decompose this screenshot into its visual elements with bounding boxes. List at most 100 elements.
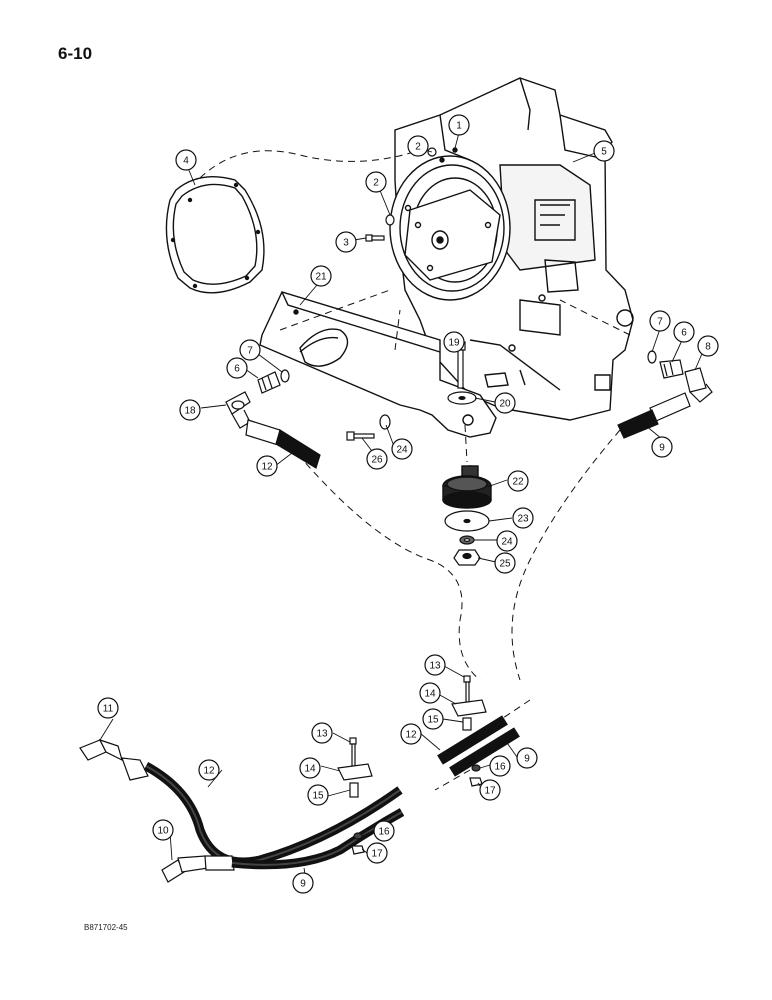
callout-bubble: 10 bbox=[152, 819, 174, 841]
callout-label: 9 bbox=[659, 443, 665, 454]
callout-label: 22 bbox=[512, 477, 524, 488]
hose-10-fitting bbox=[161, 855, 235, 883]
figure-code: B871702-45 bbox=[84, 923, 128, 932]
callout-label: 16 bbox=[494, 762, 506, 773]
callout-bubble: 19 bbox=[443, 331, 465, 353]
callout-label: 1 bbox=[456, 121, 462, 132]
callout-label: 14 bbox=[424, 689, 436, 700]
callout-bubble: 17 bbox=[479, 779, 501, 801]
callout-bubble: 6 bbox=[673, 321, 695, 343]
right-fittings bbox=[647, 350, 713, 403]
housing-gasket bbox=[165, 175, 265, 294]
callout-bubble: 2 bbox=[407, 135, 429, 157]
callout-bubble: 15 bbox=[422, 708, 444, 730]
callout-bubble: 12 bbox=[256, 455, 278, 477]
callout-bubble: 16 bbox=[373, 820, 395, 842]
callout-bubble: 14 bbox=[299, 757, 321, 779]
callout-bubble: 20 bbox=[494, 392, 516, 414]
callout-bubble: 25 bbox=[494, 552, 516, 574]
callout-label: 14 bbox=[304, 764, 316, 775]
clamp-right bbox=[451, 675, 487, 787]
callout-bubble: 13 bbox=[424, 654, 446, 676]
callout-label: 12 bbox=[203, 766, 215, 777]
callouts: 1223452119761876820242612922232425131415… bbox=[97, 114, 719, 894]
callout-bubble: 17 bbox=[366, 842, 388, 864]
screw-3 bbox=[365, 234, 385, 242]
callout-label: 18 bbox=[184, 406, 196, 417]
callout-label: 21 bbox=[315, 272, 327, 283]
callout-bubble: 21 bbox=[310, 265, 332, 287]
callout-bubble: 9 bbox=[651, 436, 673, 458]
callout-label: 24 bbox=[501, 537, 513, 548]
callout-bubble: 22 bbox=[507, 470, 529, 492]
callout-label: 11 bbox=[103, 704, 114, 715]
callout-label: 12 bbox=[261, 462, 273, 473]
hose-12-upper bbox=[245, 419, 321, 469]
callout-label: 8 bbox=[705, 342, 711, 353]
callout-bubble: 1 bbox=[448, 114, 470, 136]
callout-label: 9 bbox=[524, 754, 530, 765]
callout-bubble: 26 bbox=[366, 448, 388, 470]
washer-20 bbox=[447, 391, 477, 405]
callout-bubble: 24 bbox=[496, 530, 518, 552]
callout-bubble: 12 bbox=[400, 723, 422, 745]
callout-label: 25 bbox=[499, 559, 511, 570]
hose-9-upper bbox=[617, 392, 691, 439]
rubber-mount bbox=[442, 465, 492, 509]
callout-label: 6 bbox=[234, 364, 240, 375]
hose-11-fitting bbox=[79, 738, 149, 781]
callout-bubble: 11 bbox=[97, 697, 119, 719]
assembly-lines bbox=[199, 149, 631, 791]
callout-bubble: 16 bbox=[489, 755, 511, 777]
callout-label: 2 bbox=[373, 178, 379, 189]
callout-bubble: 5 bbox=[593, 140, 615, 162]
callout-bubble: 13 bbox=[311, 722, 333, 744]
callout-label: 4 bbox=[183, 156, 189, 167]
callout-bubble: 18 bbox=[179, 399, 201, 421]
callout-bubble: 14 bbox=[419, 682, 441, 704]
washer-24 bbox=[379, 414, 391, 430]
mount-nut bbox=[453, 549, 481, 566]
callout-label: 17 bbox=[484, 786, 496, 797]
left-fittings bbox=[225, 369, 290, 429]
bell-housing bbox=[389, 147, 511, 301]
callout-bubble: 3 bbox=[335, 231, 357, 253]
callout-label: 15 bbox=[312, 791, 324, 802]
callout-label: 9 bbox=[300, 879, 306, 890]
hose-pair-middle bbox=[437, 715, 520, 777]
callout-bubble: 9 bbox=[516, 747, 538, 769]
callout-label: 19 bbox=[448, 338, 460, 349]
callout-label: 13 bbox=[429, 661, 441, 672]
callout-label: 15 bbox=[427, 715, 439, 726]
callout-label: 26 bbox=[371, 455, 383, 466]
bolt-26 bbox=[346, 431, 375, 441]
callout-label: 23 bbox=[517, 514, 529, 525]
callout-bubble: 2 bbox=[365, 171, 387, 193]
callout-bubble: 6 bbox=[226, 357, 248, 379]
callout-bubble: 4 bbox=[175, 149, 197, 171]
callout-label: 7 bbox=[657, 317, 663, 328]
callout-label: 6 bbox=[681, 328, 687, 339]
callout-bubble: 8 bbox=[697, 335, 719, 357]
callout-label: 5 bbox=[601, 147, 607, 158]
callout-label: 7 bbox=[247, 346, 253, 357]
callout-label: 13 bbox=[316, 729, 328, 740]
callout-bubble: 24 bbox=[391, 438, 413, 460]
callout-label: 17 bbox=[371, 849, 383, 860]
page-number: 6-10 bbox=[58, 44, 93, 63]
callout-bubble: 7 bbox=[649, 310, 671, 332]
callout-bubble: 15 bbox=[307, 784, 329, 806]
callout-label: 12 bbox=[405, 730, 417, 741]
lock-washer bbox=[459, 535, 475, 545]
callout-label: 16 bbox=[378, 827, 390, 838]
callout-label: 10 bbox=[157, 826, 169, 837]
mounting-bracket bbox=[259, 291, 497, 438]
callout-bubble: 12 bbox=[198, 759, 220, 781]
callout-bubble: 23 bbox=[512, 507, 534, 529]
callout-label: 2 bbox=[415, 142, 421, 153]
callout-label: 3 bbox=[343, 238, 349, 249]
callout-bubble: 7 bbox=[239, 339, 261, 361]
callout-label: 24 bbox=[396, 445, 408, 456]
callout-label: 20 bbox=[499, 399, 511, 410]
